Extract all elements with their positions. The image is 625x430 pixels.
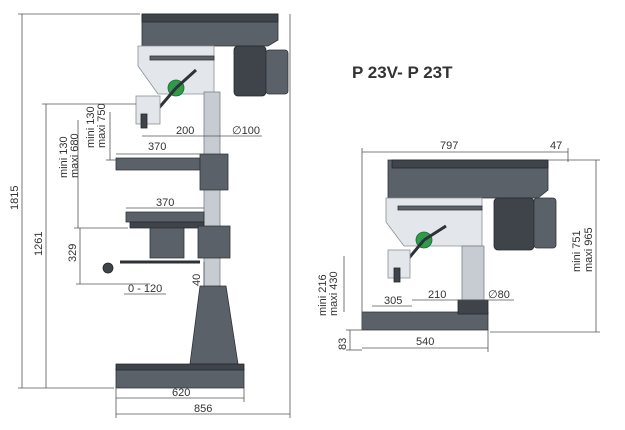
- right-dimensions: 797 47 mini 751 maxi 965 mini 216 maxi 4…: [317, 140, 600, 352]
- height-min-label: mini 751: [571, 230, 583, 272]
- spindle-max-label: maxi 430: [328, 271, 340, 316]
- base-height-label: 83: [337, 338, 349, 350]
- table-slide-label: 0 - 120: [128, 283, 162, 295]
- left-machine: [102, 13, 289, 389]
- spindle-min-label: mini 216: [317, 274, 329, 316]
- left-base: [115, 367, 245, 389]
- column-height-label: 1261: [33, 232, 45, 256]
- total-length-label: 797: [440, 140, 458, 152]
- height-max-label: maxi 965: [583, 227, 595, 272]
- model-title: P 23V- P 23T: [352, 63, 453, 82]
- right-base: [361, 311, 489, 331]
- left-guard-rail: [149, 55, 215, 61]
- left-lower-bracket: [197, 225, 231, 259]
- head-range-min: mini 130: [85, 106, 97, 148]
- throat-label: 200: [176, 125, 194, 137]
- left-motor-fan: [265, 49, 289, 95]
- right-column-dia-label: ∅80: [488, 289, 510, 301]
- right-throat-label: 305: [384, 295, 402, 307]
- lower-table-width: 370: [156, 197, 174, 209]
- right-motor-fan: [533, 197, 557, 249]
- total-height-label: 1815: [9, 186, 21, 210]
- left-dimensions: 1815 1261 mini 130 maxi 680 mini 130 max…: [9, 13, 291, 418]
- left-lower-table-slide: [129, 221, 205, 229]
- left-base-top: [115, 363, 245, 371]
- left-feed-lever-2: [174, 68, 198, 90]
- left-head-top: [141, 13, 279, 23]
- right-spindle: [393, 267, 401, 283]
- motor-offset-label: 47: [550, 140, 562, 152]
- left-upper-table-bracket: [199, 153, 229, 191]
- upper-table-width: 370: [148, 141, 166, 153]
- left-spindle: [140, 113, 148, 129]
- left-crank: [102, 262, 114, 274]
- spindle-range-min: mini 130: [58, 136, 70, 178]
- table-lift-label: 40: [191, 274, 203, 286]
- right-guard-rail: [397, 205, 483, 211]
- base-width-label: 620: [172, 387, 190, 399]
- right-chuck-guard: [385, 197, 483, 247]
- column-dia-label: ∅100: [232, 125, 260, 137]
- right-column-foot: [457, 299, 489, 315]
- spindle-travel-label: 329: [67, 244, 79, 262]
- head-range-max: maxi 750: [96, 103, 108, 148]
- left-upper-table: [115, 157, 201, 171]
- left-spindle-guard: [135, 95, 161, 125]
- left-pedestal: [189, 285, 239, 365]
- left-lower-table: [125, 211, 205, 223]
- base-depth-label: 856: [194, 403, 212, 415]
- throat-to-column-label: 210: [428, 289, 446, 301]
- left-vise-body: [149, 227, 185, 259]
- left-motor: [233, 45, 267, 97]
- spindle-range-max: maxi 680: [69, 133, 81, 178]
- right-feed-lever-2: [423, 224, 447, 242]
- right-head-top: [391, 159, 549, 169]
- right-machine: [361, 159, 557, 331]
- right-motor: [493, 197, 535, 251]
- right-base-width-label: 540: [416, 336, 434, 348]
